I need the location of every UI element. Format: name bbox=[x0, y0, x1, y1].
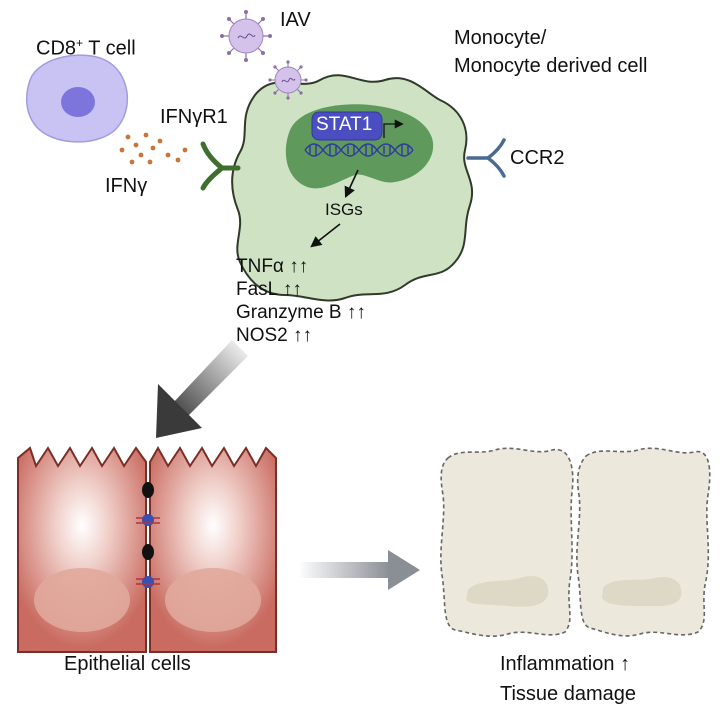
iav-virion-1 bbox=[220, 10, 272, 62]
cell-junctions bbox=[136, 482, 160, 588]
epithelial-nucleus-right bbox=[165, 568, 261, 632]
stat1-box bbox=[311, 111, 383, 141]
stat1-label: STAT1 bbox=[316, 114, 373, 135]
effector-to-epithelium-arrow bbox=[156, 340, 248, 438]
damage-arrow bbox=[298, 550, 420, 590]
junction-blue-2 bbox=[136, 576, 160, 588]
up-arrow-icon: ↑ bbox=[620, 653, 631, 675]
effector-list: TNFα ↑↑ FasL ↑↑ Granzyme B ↑↑ NOS2 ↑↑ bbox=[236, 255, 366, 347]
epithelial-cells bbox=[17, 445, 277, 653]
iav-virion-2 bbox=[268, 60, 308, 100]
effector-item: NOS2 ↑↑ bbox=[236, 325, 313, 346]
cd8-t-cell bbox=[25, 54, 129, 143]
inflammation-label: Inflammation ↑ bbox=[500, 653, 631, 675]
dna-strand bbox=[304, 143, 414, 157]
t-cell-nucleus bbox=[61, 87, 95, 117]
damaged-nucleus-right bbox=[602, 576, 682, 607]
ccr2-receptor bbox=[466, 138, 506, 178]
transcription-arrow bbox=[383, 119, 404, 138]
damaged-cell-left bbox=[440, 447, 574, 637]
effector-item: FasL ↑↑ bbox=[236, 279, 302, 300]
ifng-molecules bbox=[119, 132, 188, 165]
monocyte-label-line1: Monocyte/ bbox=[454, 27, 547, 49]
stat1-to-isgs-arrow bbox=[344, 169, 359, 199]
ifngr1-label: IFNγR1 bbox=[160, 106, 228, 128]
damaged-cells bbox=[440, 447, 711, 637]
tissue-damage-label: Tissue damage bbox=[500, 683, 636, 705]
epithelial-nucleus-left bbox=[34, 568, 130, 632]
ccr2-label: CCR2 bbox=[510, 147, 565, 169]
effector-item: TNFα ↑↑ bbox=[236, 256, 309, 277]
junction-blue-1 bbox=[136, 514, 160, 526]
monocyte-label-line2: Monocyte derived cell bbox=[454, 55, 648, 77]
iav-label: IAV bbox=[280, 9, 311, 31]
ifngr1-receptor bbox=[200, 141, 241, 191]
effector-item: Granzyme B ↑↑ bbox=[236, 302, 366, 323]
isgs-label: ISGs bbox=[325, 200, 363, 219]
isgs-to-effectors-arrow bbox=[310, 223, 341, 248]
epithelial-cells-label: Epithelial cells bbox=[64, 653, 191, 675]
junction-black-2 bbox=[142, 544, 154, 560]
damaged-nucleus-left bbox=[466, 575, 549, 607]
cd8-t-cell-label: CD8+ T cell bbox=[36, 36, 136, 60]
ifng-label: IFNγ bbox=[105, 175, 148, 197]
damaged-cell-right bbox=[576, 447, 711, 637]
junction-black-1 bbox=[142, 482, 154, 498]
